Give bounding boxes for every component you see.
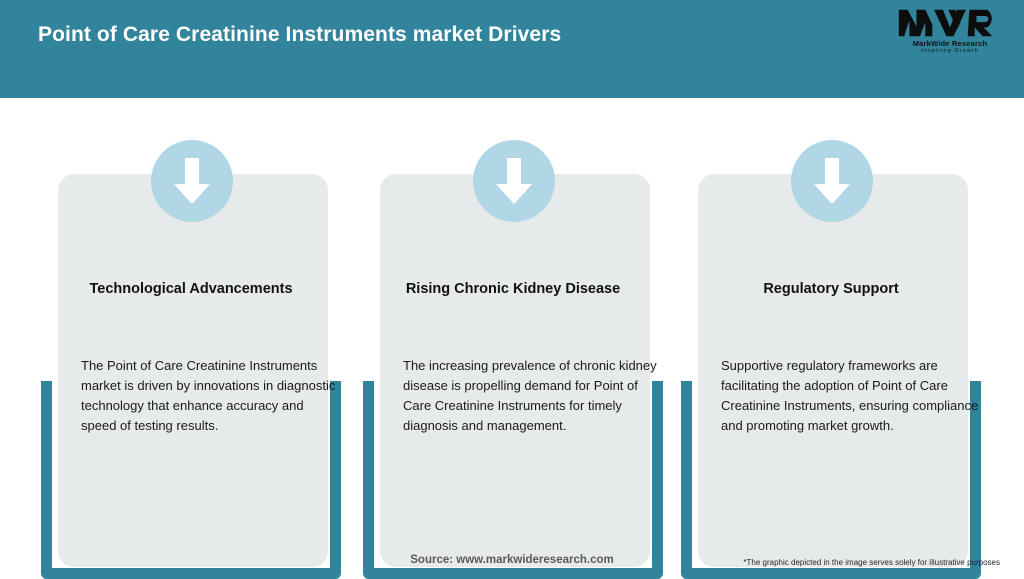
card-panel: [380, 174, 650, 567]
logo-tagline: Inspiring Growth: [921, 48, 979, 54]
card-panel: [58, 174, 328, 567]
mwr-logo-icon: [898, 9, 993, 37]
brand-logo: MarkWide Research Inspiring Growth: [896, 8, 1004, 62]
down-arrow-icon: [473, 140, 555, 222]
down-arrow-icon: [791, 140, 873, 222]
card-panel: [698, 174, 968, 567]
driver-card[interactable]: Rising Chronic Kidney Disease The increa…: [363, 132, 663, 579]
header-bar: [0, 0, 1024, 98]
driver-card[interactable]: Regulatory Support Supportive regulatory…: [681, 132, 981, 579]
card-heading: Rising Chronic Kidney Disease: [405, 281, 621, 297]
card-body: Supportive regulatory frameworks are fac…: [721, 358, 979, 433]
card-body: The Point of Care Creatinine Instruments…: [81, 358, 336, 433]
source-label: Source: www.markwideresearch.com: [410, 554, 614, 566]
card-frame: [363, 381, 663, 579]
down-arrow-glyph: [814, 158, 850, 204]
card-heading: Technological Advancements: [89, 281, 293, 297]
logo-company-name: MarkWide Research: [912, 39, 988, 48]
driver-cards: Technological Advancements The Point of …: [0, 98, 1024, 579]
card-frame: [681, 381, 981, 579]
card-frame: [41, 381, 341, 579]
page-title: Point of Care Creatinine Instruments mar…: [38, 23, 562, 46]
card-body: The increasing prevalence of chronic kid…: [403, 358, 657, 433]
down-arrow-glyph: [496, 158, 532, 204]
driver-card[interactable]: Technological Advancements The Point of …: [41, 132, 341, 579]
down-arrow-icon: [151, 140, 233, 222]
disclaimer-note: *The graphic depicted in the image serve…: [743, 558, 1000, 567]
down-arrow-glyph: [174, 158, 210, 204]
card-heading: Regulatory Support: [763, 281, 899, 297]
